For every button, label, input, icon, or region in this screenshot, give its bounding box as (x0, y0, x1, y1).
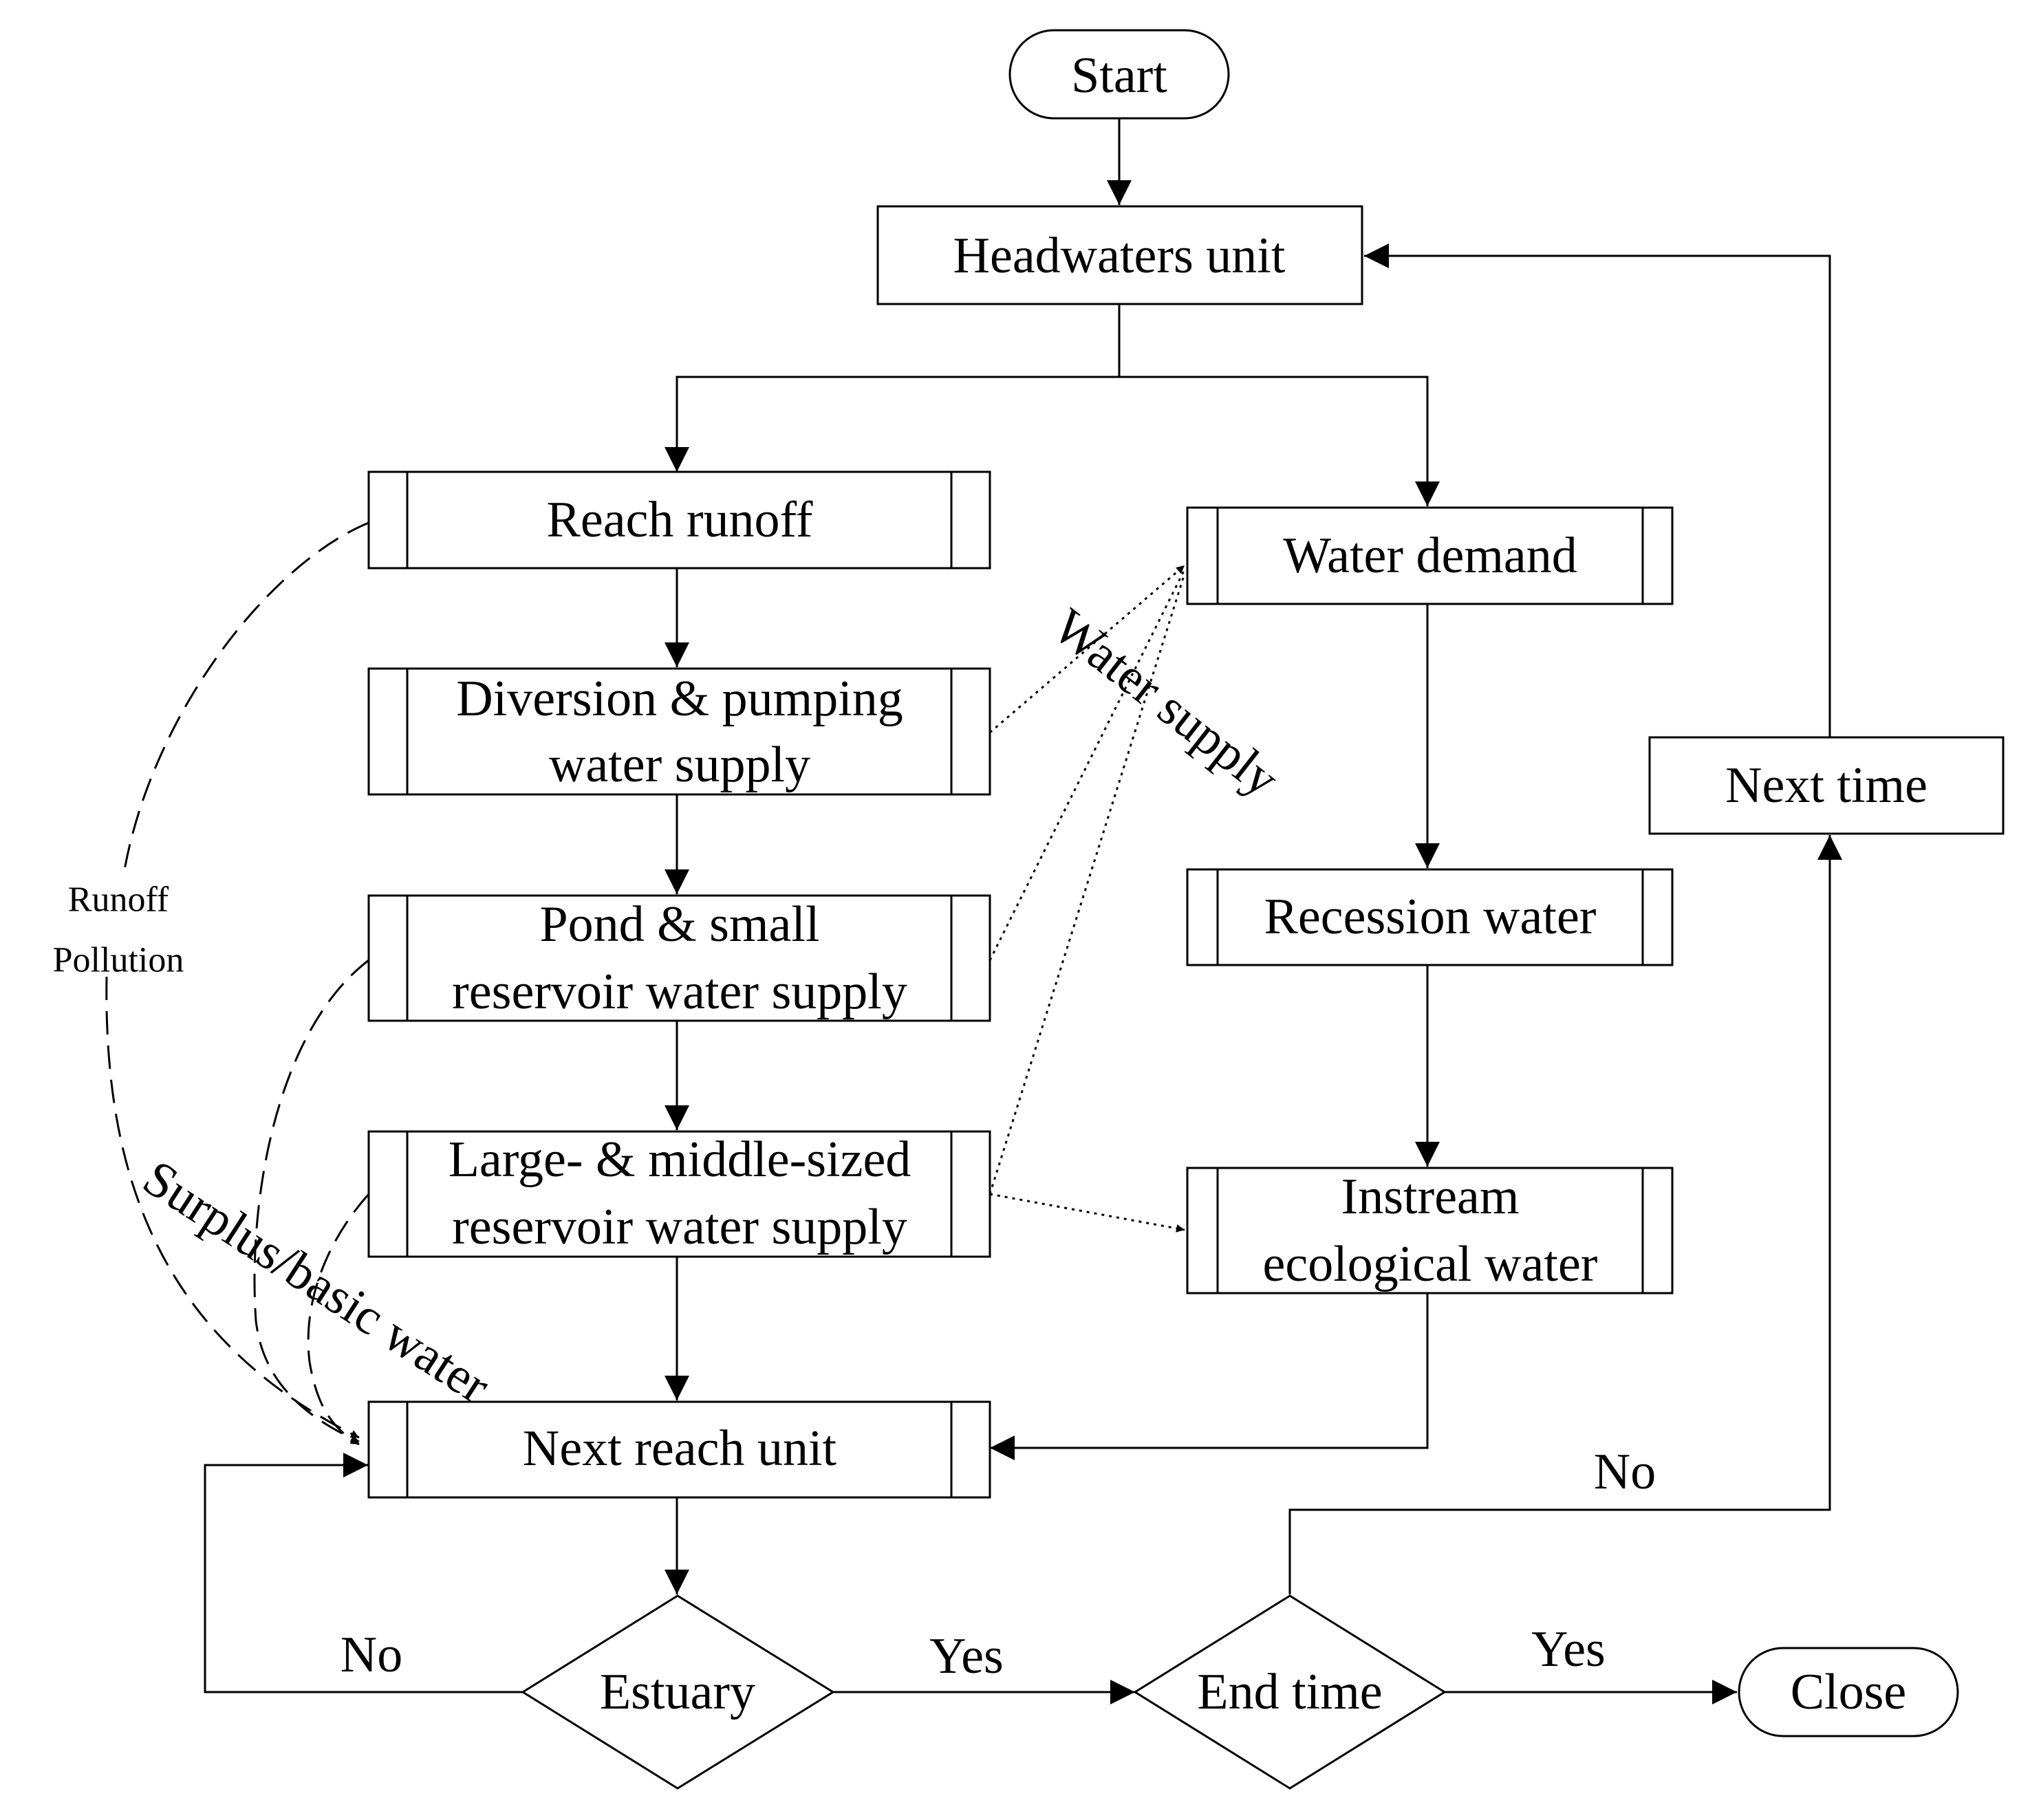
pond-small-reservoir-process: Pond & small reservoir water supply (367, 894, 991, 1022)
recession-water-process: Recession water (1186, 868, 1674, 966)
next-time-label: Next time (1725, 757, 1928, 814)
end-time-yes-label: Yes (1531, 1621, 1606, 1678)
end-time-no-label: No (1594, 1444, 1656, 1500)
estuary-no-label: No (341, 1627, 402, 1683)
estuary-label: Estuary (600, 1664, 755, 1720)
pond-label-line2: reservoir water supply (452, 964, 907, 1020)
recession-label: Recession water (1264, 889, 1597, 945)
arrow-next-time-to-headwaters (1364, 243, 1831, 737)
connectors (204, 118, 1842, 1704)
pollution-label: Pollution (53, 941, 184, 980)
start-node: Start (1008, 29, 1230, 120)
arrow-headwaters-to-reach-runoff (665, 304, 1121, 472)
diversion-label-line2: water supply (549, 737, 810, 793)
arrow-headwaters-to-water-demand (1119, 376, 1440, 506)
reach-runoff-label: Reach runoff (547, 492, 813, 548)
next-reach-label: Next reach unit (523, 1420, 837, 1477)
water-demand-label: Water demand (1283, 528, 1577, 584)
estuary-yes-label: Yes (929, 1628, 1004, 1684)
instream-label-line1: Instream (1341, 1169, 1520, 1225)
instream-ecological-process: Instream ecological water (1186, 1167, 1674, 1294)
arrow-instream-to-next-reach (990, 1293, 1429, 1460)
next-reach-unit-process: Next reach unit (367, 1400, 991, 1499)
close-node: Close (1738, 1647, 1959, 1737)
start-label: Start (1071, 47, 1167, 104)
large-middle-reservoir-process: Large- & middle-sized reservoir water su… (367, 1130, 991, 1258)
diversion-pumping-process: Diversion & pumping water supply (367, 667, 991, 796)
dashed-runoff-upper (122, 521, 369, 874)
close-label: Close (1791, 1664, 1907, 1720)
pond-label-line1: Pond & small (539, 896, 819, 953)
large-label-line2: reservoir water supply (452, 1199, 907, 1255)
dotted-diversion-to-demand (989, 564, 1185, 734)
water-supply-lines (989, 564, 1186, 1233)
estuary-decision: Estuary (521, 1594, 835, 1790)
runoff-label: Runoff (68, 880, 169, 920)
dotted-large-to-demand (989, 573, 1186, 1195)
water-demand-process: Water demand (1186, 506, 1674, 605)
arrow-end-no-to-next-time (1288, 835, 1842, 1594)
dashed-large-surplus (307, 1193, 370, 1446)
next-time-box: Next time (1648, 736, 2005, 835)
runoff-pollution-lines (105, 521, 370, 1446)
arrow-estuary-no-loop (204, 1453, 523, 1693)
headwaters-label: Headwaters unit (953, 228, 1286, 284)
dotted-large-to-instream (989, 1193, 1185, 1233)
reach-runoff-process: Reach runoff (367, 470, 991, 570)
end-time-label: End time (1197, 1664, 1382, 1720)
large-label-line1: Large- & middle-sized (449, 1131, 911, 1188)
end-time-decision: End time (1133, 1594, 1447, 1790)
diversion-label-line1: Diversion & pumping (456, 671, 903, 727)
headwaters-unit: Headwaters unit (876, 205, 1363, 305)
dotted-pond-to-demand (989, 569, 1186, 961)
instream-label-line2: ecological water (1263, 1236, 1598, 1292)
dashed-runoff-lower (105, 976, 360, 1439)
